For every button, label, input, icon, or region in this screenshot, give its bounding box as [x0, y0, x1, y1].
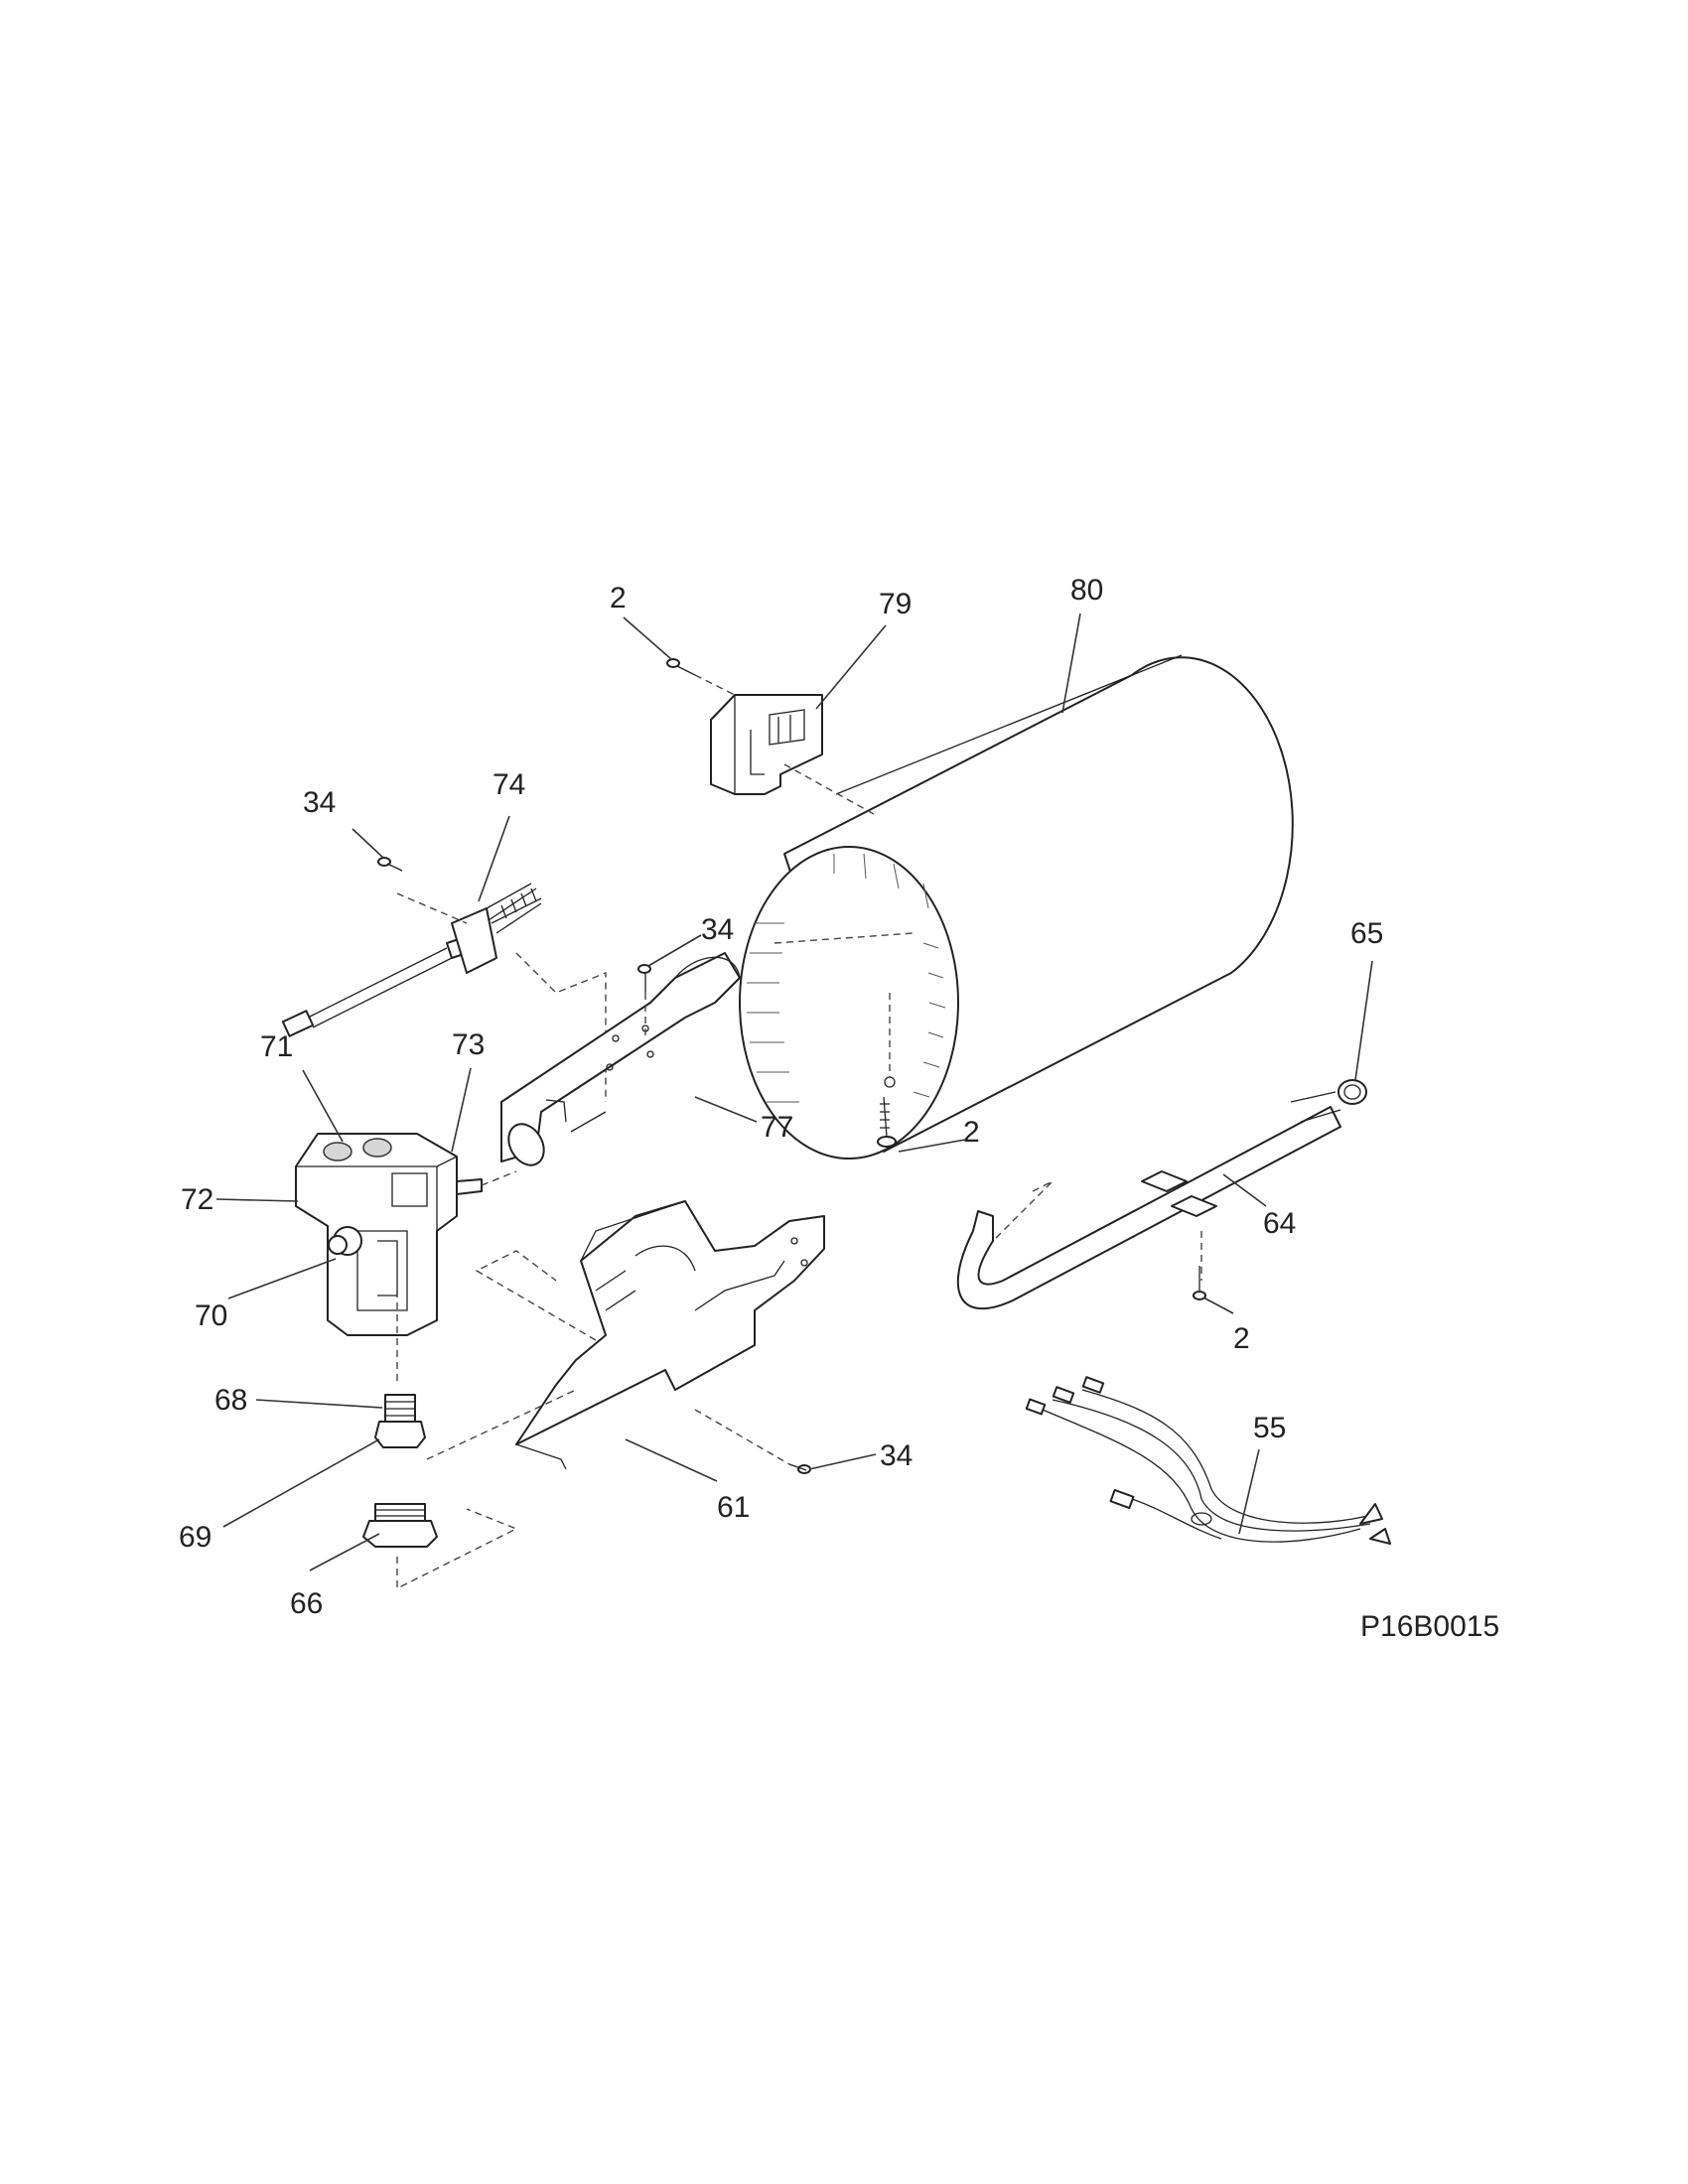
- part-34-screw-left: [377, 857, 403, 872]
- callout-79: 79: [879, 588, 912, 620]
- leader-lines: [215, 613, 1373, 1571]
- part-74-igniter: [281, 883, 607, 1102]
- callout-34-mid: 34: [701, 913, 734, 946]
- callout-70: 70: [195, 1299, 227, 1332]
- callout-69: 69: [179, 1521, 211, 1554]
- part-70-gas-valve: [295, 1133, 517, 1385]
- part-2-screw-right: [1193, 1266, 1206, 1300]
- callout-71: 71: [260, 1030, 293, 1063]
- callout-72: 72: [181, 1183, 213, 1216]
- callout-55: 55: [1253, 1412, 1286, 1444]
- part-2-screw-mid: [877, 1096, 897, 1148]
- part-2-screw-top: [666, 658, 736, 696]
- callout-2-mid: 2: [963, 1116, 980, 1149]
- part-68-orifice: [374, 1394, 426, 1448]
- part-66-fitting: [362, 1503, 518, 1590]
- part-34-screw-mid: [637, 964, 651, 1037]
- drawing-code: P16B0015: [1360, 1610, 1499, 1643]
- callout-77: 77: [761, 1111, 793, 1144]
- part-34-screw-low: [694, 1409, 811, 1474]
- callout-labels: 2 79 80 34 74 34 65 71 73 2 77 72 64 70 …: [179, 574, 1383, 1620]
- part-64-pipe: [956, 1079, 1367, 1310]
- callout-2-right: 2: [1233, 1322, 1250, 1355]
- part-61-bracket: [426, 1200, 825, 1470]
- callout-65: 65: [1350, 917, 1383, 950]
- part-55-wire-harness: [1025, 1376, 1391, 1545]
- callout-2-top: 2: [610, 582, 627, 614]
- part-79-bracket: [710, 694, 875, 815]
- callout-68: 68: [214, 1384, 247, 1417]
- callout-34-left: 34: [303, 786, 336, 819]
- callout-64: 64: [1263, 1207, 1296, 1240]
- part-80-cylinder: [739, 654, 1294, 1160]
- part-77-burner: [500, 952, 741, 1166]
- callout-34-low: 34: [880, 1439, 913, 1472]
- callout-61: 61: [717, 1491, 750, 1524]
- callout-74: 74: [492, 768, 525, 801]
- callout-80: 80: [1070, 574, 1103, 607]
- callout-73: 73: [452, 1028, 485, 1061]
- callout-66: 66: [290, 1587, 323, 1620]
